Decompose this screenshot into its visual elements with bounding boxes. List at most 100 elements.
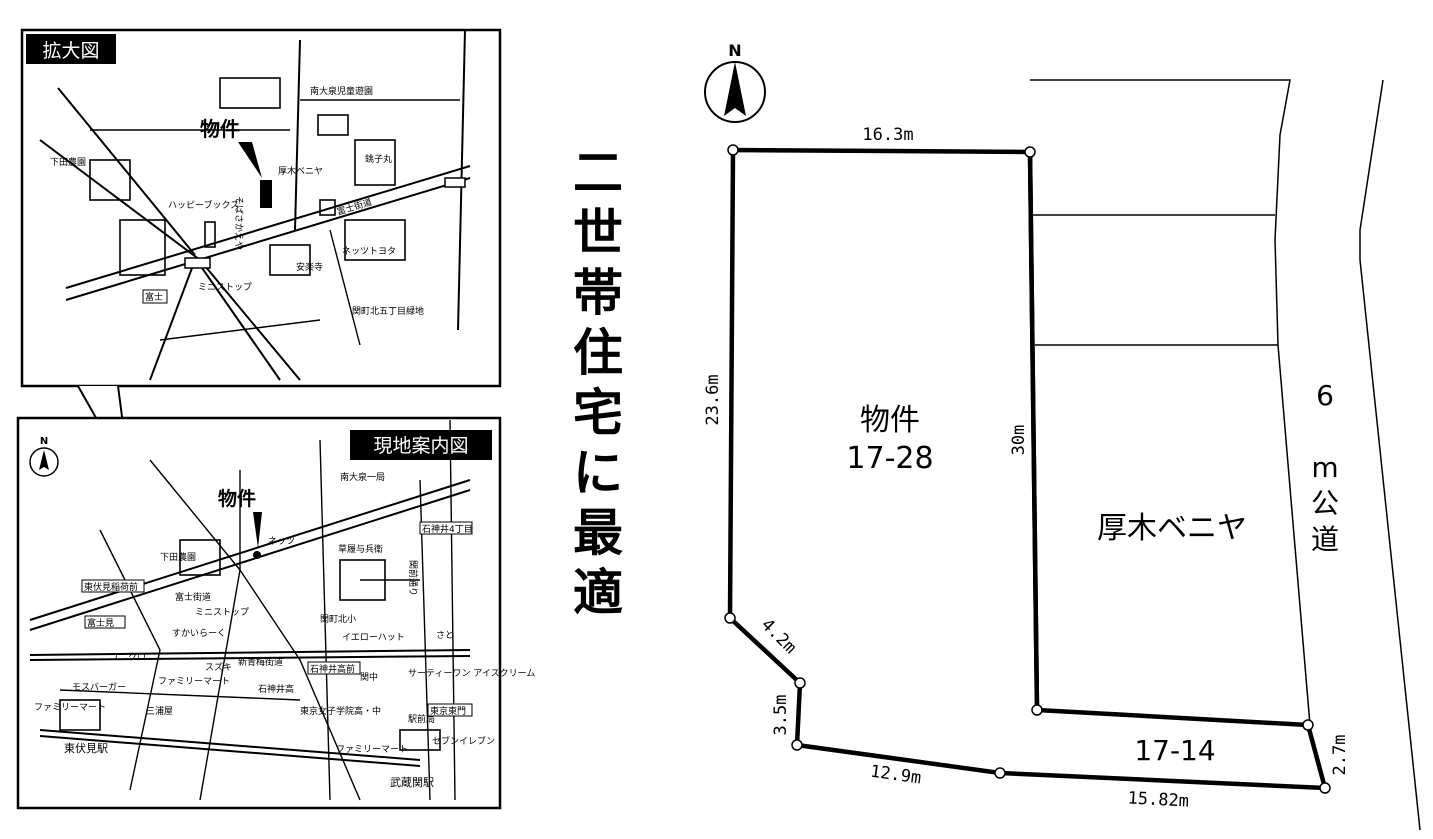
label-koban: 富士 bbox=[145, 291, 163, 303]
local-road-shinome-edge bbox=[29, 655, 471, 661]
label-sekimachi-kita: 関町北小 bbox=[320, 614, 356, 625]
enlarged-map-title-box bbox=[26, 34, 116, 64]
enlarged-property-label: 物件 bbox=[200, 117, 240, 141]
local-road-fuji bbox=[29, 489, 471, 631]
dim-left: 23.6m bbox=[703, 374, 723, 425]
label-thirty-one: サーティーワン アイスクリーム bbox=[408, 668, 535, 679]
plot-diagram: N 16.3m 23.6m 4.2m 3.5m 12.9m 15.82m 2.7… bbox=[703, 41, 1421, 831]
label-mitsuba: 三浦屋 bbox=[146, 705, 173, 717]
label-familymart-2: ファミリーマート bbox=[34, 703, 106, 713]
enlarged-road-b bbox=[57, 87, 196, 256]
vertex bbox=[1319, 782, 1331, 794]
local-road-a bbox=[99, 529, 161, 791]
block-1 bbox=[219, 77, 281, 109]
plot-property-lot: 17-28 bbox=[846, 441, 933, 476]
traffic-light-2 bbox=[444, 177, 466, 188]
label-fujimi: 富士見 bbox=[87, 617, 114, 629]
vertex bbox=[794, 677, 806, 689]
label-uniqlo: ユニクロ bbox=[110, 652, 146, 663]
vertex bbox=[1031, 704, 1043, 716]
traffic-light-1 bbox=[184, 257, 211, 269]
label-local-fuji-kaido: 富士街道 bbox=[175, 591, 211, 603]
label-suzuki: スズキ bbox=[205, 661, 232, 673]
label-netz: ネッツ bbox=[268, 536, 295, 547]
block-2 bbox=[317, 114, 349, 136]
local-road-h bbox=[59, 689, 301, 701]
label-ministop: ミニストップ bbox=[198, 282, 252, 293]
headline-text: 二世帯住宅に最適 bbox=[573, 144, 623, 622]
headline: 二世帯住宅に最適 bbox=[573, 144, 623, 622]
label-shimoda-farm: 下田農園 bbox=[50, 156, 86, 168]
label-anraku-ji: 安楽寺 bbox=[296, 261, 323, 273]
label-sobasaka: そばさかえや bbox=[233, 196, 244, 250]
public-road-far-edge bbox=[1359, 79, 1421, 831]
local-road-c bbox=[149, 459, 241, 571]
local-road-b bbox=[239, 470, 361, 801]
block-5 bbox=[119, 219, 166, 276]
enlarged-road-c bbox=[149, 259, 196, 381]
fuji-kaido-road-edge bbox=[65, 165, 471, 289]
enlarged-map-title: 拡大図 bbox=[42, 40, 99, 62]
neighbor-boundary-right bbox=[1030, 79, 1311, 726]
vertex bbox=[994, 767, 1006, 779]
label-soyoka: 草履与兵衛 bbox=[338, 543, 383, 555]
label-north-gate: 東京東門 bbox=[430, 705, 466, 717]
local-property-label: 物件 bbox=[218, 487, 256, 510]
dim-top: 16.3m bbox=[862, 125, 913, 145]
label-higashifushimi-station: 東伏見駅 bbox=[64, 741, 108, 755]
label-choshimaru: 銚子丸 bbox=[365, 153, 392, 165]
vertex bbox=[1302, 719, 1314, 731]
local-road-e bbox=[319, 439, 331, 801]
local-map-title-box bbox=[350, 430, 492, 460]
plot-north-arrow-icon bbox=[724, 62, 746, 116]
enlarged-road-d bbox=[199, 264, 281, 381]
plot-vertices bbox=[724, 144, 1331, 794]
vertex bbox=[791, 739, 803, 751]
vertex bbox=[1024, 146, 1036, 158]
property-boundary bbox=[727, 147, 1328, 791]
enlarged-road-f bbox=[294, 39, 301, 231]
label-higashifushimi-east: 東伏見稲荷前 bbox=[84, 581, 138, 593]
block-7 bbox=[269, 244, 311, 276]
block-9 bbox=[344, 219, 406, 261]
block-3 bbox=[354, 139, 396, 186]
label-sekimae: 関前通り bbox=[407, 560, 419, 596]
local-road-fuji-edge bbox=[29, 479, 471, 621]
koban-box bbox=[142, 289, 168, 304]
label-hachi: 関中 bbox=[360, 671, 378, 683]
label-ishigami-4: 石神井4丁目 bbox=[422, 523, 473, 535]
dim-inner-right: 30m bbox=[1009, 425, 1029, 456]
box-higashifushimi-east bbox=[81, 579, 145, 593]
local-property-dot bbox=[253, 551, 261, 559]
label-sato: さと bbox=[436, 630, 454, 641]
local-map: 現地案内図 N 物件 南大泉一局 ネッツ 草履与兵衛 下田農園 東伏見稲荷 bbox=[16, 416, 535, 810]
local-block-1 bbox=[339, 559, 386, 601]
label-ishigami-high-bus: 石神井高前 bbox=[310, 663, 355, 675]
label-mos: モスバーガー bbox=[72, 682, 126, 693]
enlarged-road-j bbox=[159, 319, 321, 341]
box-ishigami-high-bus bbox=[307, 661, 361, 675]
label-netz-toyota: ネッツトヨタ bbox=[342, 246, 396, 257]
property-marker bbox=[260, 180, 272, 208]
vertex bbox=[727, 144, 739, 156]
local-road-shinome bbox=[29, 649, 471, 656]
dim-bottom-right: 15.82m bbox=[1127, 788, 1189, 811]
label-sukairaku: すかいらーく bbox=[172, 628, 226, 639]
neighbor-lot: 17-14 bbox=[1134, 734, 1215, 767]
fuji-kaido-road bbox=[65, 177, 471, 301]
label-seven: セブンイレブン bbox=[432, 735, 495, 747]
label-musashiseki-station: 武蔵関駅 bbox=[390, 776, 434, 789]
local-map-title: 現地案内図 bbox=[373, 435, 468, 457]
label-happy-books: ハッピーブックス bbox=[168, 199, 239, 211]
label-minami-ooizumi-park: 南大泉児童遊園 bbox=[310, 85, 373, 97]
label-tokyo-joshi: 東京女子学院高・中 bbox=[300, 705, 381, 717]
plot-property-label: 物件 bbox=[860, 403, 920, 438]
label-ishigami-high: 石神井高 bbox=[258, 683, 294, 695]
dim-short-left: 3.5m bbox=[771, 695, 791, 736]
local-property-pointer bbox=[253, 512, 262, 548]
local-block-2 bbox=[59, 699, 101, 731]
label-local-ministop: ミニストップ bbox=[195, 607, 249, 618]
